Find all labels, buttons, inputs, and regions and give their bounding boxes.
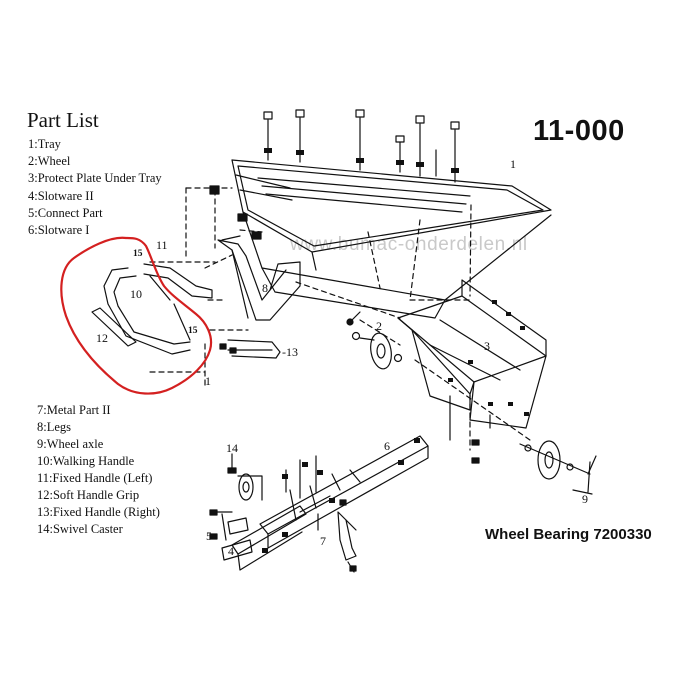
callout-12: 12 [96, 331, 108, 345]
part-list-item: 11:Fixed Handle (Left) [37, 471, 153, 485]
callout-5: 5 [206, 529, 212, 543]
part-list-item: 4:Slotware II [28, 189, 94, 203]
callout-15-bottom: 15 [188, 326, 198, 336]
slotware-frame-drawing [231, 435, 429, 571]
part-list-item: 2:Wheel [28, 154, 71, 168]
part-number: 11-000 [533, 115, 625, 147]
callout-3: 3 [484, 339, 490, 353]
callout-4: 4 [228, 544, 234, 558]
metal-part-drawing [317, 499, 357, 573]
part-list-item: 13:Fixed Handle (Right) [37, 505, 160, 519]
callout-11: 11 [156, 238, 168, 252]
part-list-item: 9:Wheel axle [37, 437, 104, 451]
callout-15-top: 15 [133, 249, 143, 259]
wheel-bearing-label: Wheel Bearing 7200330 [485, 526, 652, 543]
part-list-item: 12:Soft Handle Grip [37, 488, 140, 502]
part-list-item: 3:Protect Plate Under Tray [28, 171, 162, 185]
callout-1-tray: 1 [510, 157, 516, 171]
callout-1-handle: 1 [205, 374, 211, 388]
callout-7: 7 [320, 534, 326, 548]
leader-lines [149, 187, 531, 451]
tray-drawing [231, 159, 552, 319]
legs-drawing [217, 235, 301, 321]
callout-9: 9 [582, 492, 588, 506]
fixed-handle-left-drawing [143, 263, 213, 299]
part-list-item: 7:Metal Part II [37, 403, 111, 417]
part-list-title: Part List [27, 108, 99, 132]
callout-2: 2 [376, 319, 382, 333]
callout-8: 8 [262, 281, 268, 295]
tray-bolts [263, 109, 472, 301]
wheel-right-drawing [519, 440, 597, 480]
fixed-handle-right-drawing [219, 339, 281, 359]
part-list-item: 14:Swivel Caster [37, 522, 123, 536]
callout-6: 6 [384, 439, 390, 453]
watermark: www.bumac-onderdelen.nl [290, 234, 528, 255]
protect-plate-drawing [397, 279, 547, 429]
part-list-item: 6:Slotware I [28, 223, 90, 237]
connect-part-drawing [215, 511, 253, 561]
part-list-item: 5:Connect Part [28, 206, 103, 220]
callout-13: -13 [282, 345, 298, 359]
part-list-item: 10:Walking Handle [37, 454, 135, 468]
part-list-item: 8:Legs [37, 420, 72, 434]
callout-14: 14 [226, 441, 238, 455]
swivel-caster-drawing [227, 453, 263, 501]
callout-10: 10 [130, 287, 142, 301]
soft-handle-grip-drawing [91, 307, 137, 347]
wheel-left-drawing [351, 331, 403, 370]
walking-handle-drawing [103, 267, 191, 355]
part-list-item: 1:Tray [28, 137, 61, 151]
handle-highlight-outline [60, 236, 213, 395]
